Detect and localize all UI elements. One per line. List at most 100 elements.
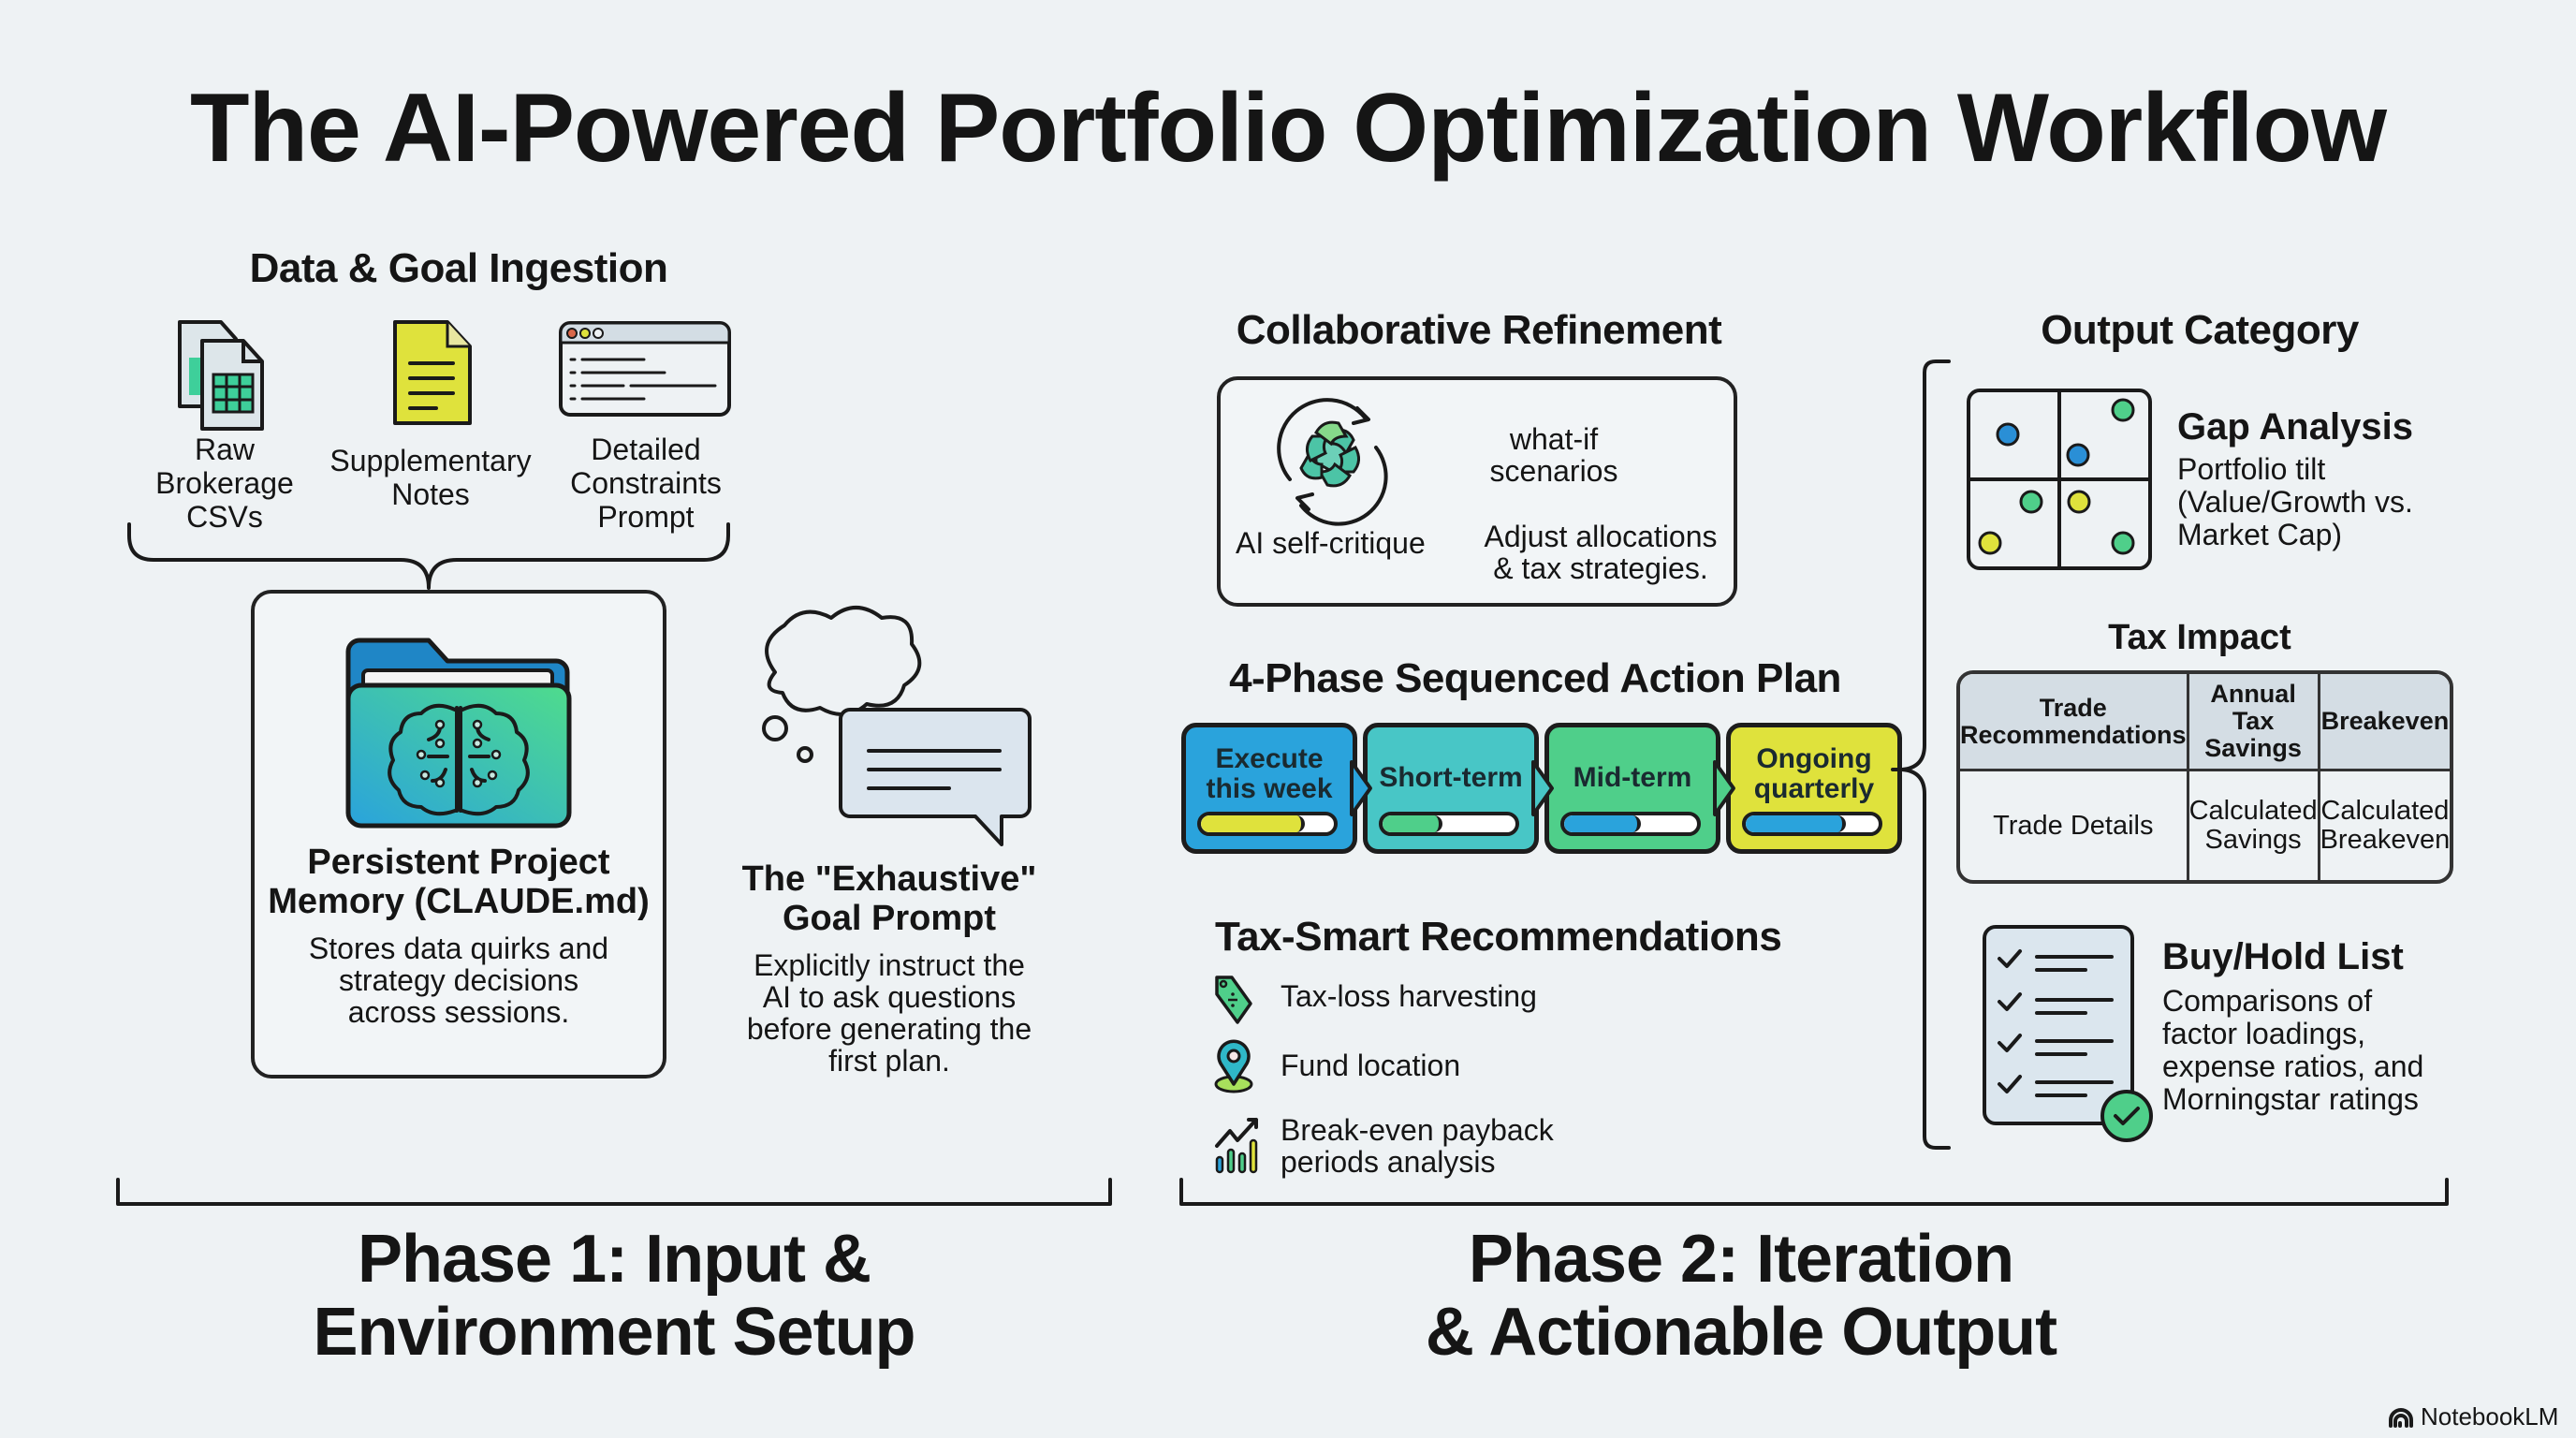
label-line: Supplementary (329, 444, 532, 477)
label-line: scenarios (1489, 454, 1618, 488)
ingestion-item-label: Detailed Constraints Prompt (543, 433, 749, 534)
header-line: Recommendations (1960, 720, 2187, 749)
page-title: The AI-Powered Portfolio Optimization Wo… (190, 74, 2387, 183)
tax-impact-table: Trade Recommendations Annual Tax Savings… (1956, 670, 2454, 884)
label-line: Short-term (1379, 762, 1523, 793)
step-label: Ongoing quarterly (1731, 744, 1897, 804)
table-cell: Calculated Breakeven (2320, 771, 2451, 880)
phase1-label: Phase 1: Input & Environment Setup (116, 1223, 1112, 1369)
prompt-window-icon (559, 321, 731, 417)
memory-description: Stores data quirks and strategy decision… (251, 932, 666, 1028)
table-row: Trade Details Calculated Savings Calcula… (1960, 771, 2450, 880)
label-line: CSVs (186, 500, 263, 534)
spreadsheet-files-icon (178, 320, 264, 431)
memory-title: Persistent Project Memory (CLAUDE.md) (251, 843, 666, 921)
plan-step: Mid-term (1544, 723, 1720, 854)
plan-step: Ongoing quarterly (1726, 723, 1902, 854)
header-line: Annual (2210, 680, 2296, 708)
table-cell: Trade Details (1960, 771, 2189, 880)
ingestion-heading: Data & Goal Ingestion (249, 245, 668, 291)
phase2-label: Phase 2: Iteration & Actionable Output (1273, 1223, 2209, 1369)
step-arrow-icon (1350, 760, 1372, 816)
ingestion-item-label: Supplementary Notes (318, 444, 543, 511)
checklist-icon (1983, 925, 2153, 1142)
label-line: Ongoing (1756, 743, 1872, 774)
column-header: Annual Tax Savings (2188, 674, 2320, 771)
progress-bar (1560, 812, 1701, 836)
desc-line: Morningstar ratings (2162, 1082, 2419, 1116)
header-line: Trade (2039, 693, 2107, 722)
tax-smart-item: Tax-loss harvesting (1281, 979, 1537, 1013)
progress-fill (1564, 815, 1642, 832)
tax-smart-heading: Tax-Smart Recommendations (1215, 914, 1782, 960)
desc-line: first plan. (828, 1044, 950, 1078)
desc-line: expense ratios, and (2162, 1049, 2424, 1083)
progress-bar (1379, 812, 1519, 836)
label-line: periods analysis (1281, 1145, 1496, 1179)
label-line: quarterly (1753, 773, 1875, 804)
cell-line: Calculated (2320, 796, 2450, 826)
gap-analysis-description: Portfolio tilt (Value/Growth vs. Market … (2177, 453, 2413, 551)
progress-bar (1197, 812, 1338, 836)
cell-line: Savings (2204, 825, 2302, 855)
goal-prompt-description: Explicitly instruct the AI to ask questi… (721, 949, 1058, 1077)
desc-line: Market Cap) (2177, 518, 2343, 551)
label-line: Constraints (570, 466, 722, 500)
branding-label: NotebookLM (2421, 1402, 2559, 1431)
label-line: Notes (391, 477, 470, 511)
desc-line: strategy decisions (338, 963, 579, 997)
label-line: Brokerage (155, 466, 294, 500)
ingestion-bracket (127, 522, 730, 590)
ai-cycle-icon (1277, 398, 1388, 526)
desc-line: before generating the (746, 1012, 1032, 1046)
label-line: Prompt (597, 500, 695, 534)
label-line: Mid-term (1573, 762, 1692, 793)
label-line: Raw (194, 433, 255, 466)
location-pin-icon (1214, 1039, 1253, 1093)
step-label: Execute this week (1186, 744, 1353, 804)
desc-line: AI to ask questions (762, 980, 1017, 1014)
label-line: Execute (1215, 743, 1324, 774)
output-bracket (1891, 360, 1951, 1150)
buy-hold-description: Comparisons of factor loadings, expense … (2162, 985, 2423, 1116)
tax-impact-title: Tax Impact (2108, 618, 2291, 657)
desc-line: Explicitly instruct the (754, 948, 1025, 982)
desc-line: Comparisons of (2162, 984, 2373, 1018)
title-line: Goal Prompt (782, 899, 997, 938)
progress-fill (1746, 815, 1846, 832)
note-document-icon (393, 320, 472, 425)
plan-step: Execute this week (1181, 723, 1357, 854)
title-line: The "Exhaustive" (741, 859, 1037, 899)
branding: NotebookLM (2389, 1402, 2558, 1431)
refinement-heading: Collaborative Refinement (1236, 307, 1722, 353)
column-header: Trade Recommendations (1960, 674, 2189, 771)
step-label: Short-term (1368, 763, 1534, 793)
header-line: Savings (2204, 734, 2302, 762)
label-line: what-if (1509, 422, 1599, 456)
table-cell: Calculated Savings (2189, 771, 2320, 880)
phase-line: Phase 2: Iteration (1468, 1222, 2014, 1297)
desc-line: Stores data quirks and (308, 932, 609, 965)
label-line: Break-even payback (1281, 1113, 1554, 1147)
quadrant-matrix-icon (1967, 389, 2152, 570)
buy-hold-title: Buy/Hold List (2162, 936, 2404, 977)
cell-line: Calculated (2188, 796, 2318, 826)
desc-line: across sessions. (347, 995, 570, 1029)
header-line: Breakeven (2320, 707, 2450, 735)
price-tag-icon (1215, 976, 1252, 1024)
phase-line: & Actionable Output (1425, 1295, 2057, 1370)
column-header: Breakeven (2320, 674, 2451, 771)
label-line: & tax strategies. (1493, 551, 1708, 585)
refinement-card (1217, 376, 1737, 607)
thought-speech-bubble-icon (762, 606, 1032, 846)
title-line: Memory (CLAUDE.md) (268, 882, 650, 921)
cell-line: Trade Details (1993, 810, 2154, 841)
goal-prompt-title: The "Exhaustive" Goal Prompt (721, 859, 1058, 938)
step-arrow-icon (1713, 760, 1735, 816)
progress-fill (1383, 815, 1442, 832)
step-label: Mid-term (1549, 763, 1716, 793)
what-if-label: what-if scenarios (1460, 423, 1647, 487)
label-line: this week (1206, 773, 1333, 804)
table-header-row: Trade Recommendations Annual Tax Savings… (1960, 674, 2451, 771)
desc-line: factor loadings, (2162, 1017, 2366, 1050)
